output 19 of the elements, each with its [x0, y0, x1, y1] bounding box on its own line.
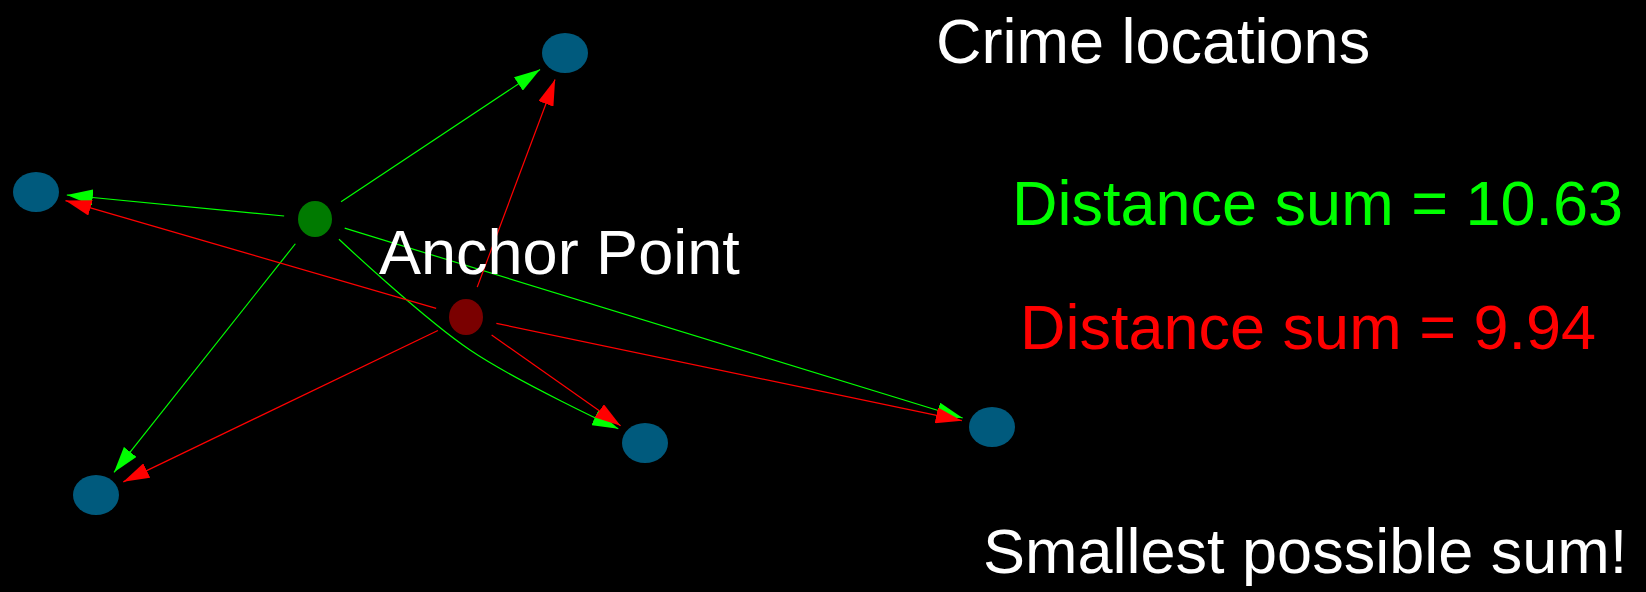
location-dot — [969, 407, 1015, 447]
arrow — [66, 189, 285, 217]
arrow — [122, 329, 439, 483]
location-dot — [13, 172, 59, 212]
anchor-point-dot — [298, 201, 332, 237]
location-dot — [542, 33, 588, 73]
location-dot — [622, 423, 668, 463]
distance-sum-text: Distance sum = 9.94 — [1020, 292, 1597, 362]
arrow — [113, 243, 296, 473]
location-dot — [73, 475, 119, 515]
anchor-point-dot — [449, 299, 483, 335]
distance-sum-text: Distance sum = 10.63 — [1012, 168, 1624, 238]
arrow — [495, 322, 963, 424]
arrow — [491, 334, 622, 427]
arrow — [344, 227, 964, 419]
caption-text: Smallest possible sum! — [983, 516, 1628, 586]
arrow — [340, 68, 541, 203]
arrow — [64, 199, 437, 309]
caption-text: Crime locations — [936, 6, 1371, 76]
